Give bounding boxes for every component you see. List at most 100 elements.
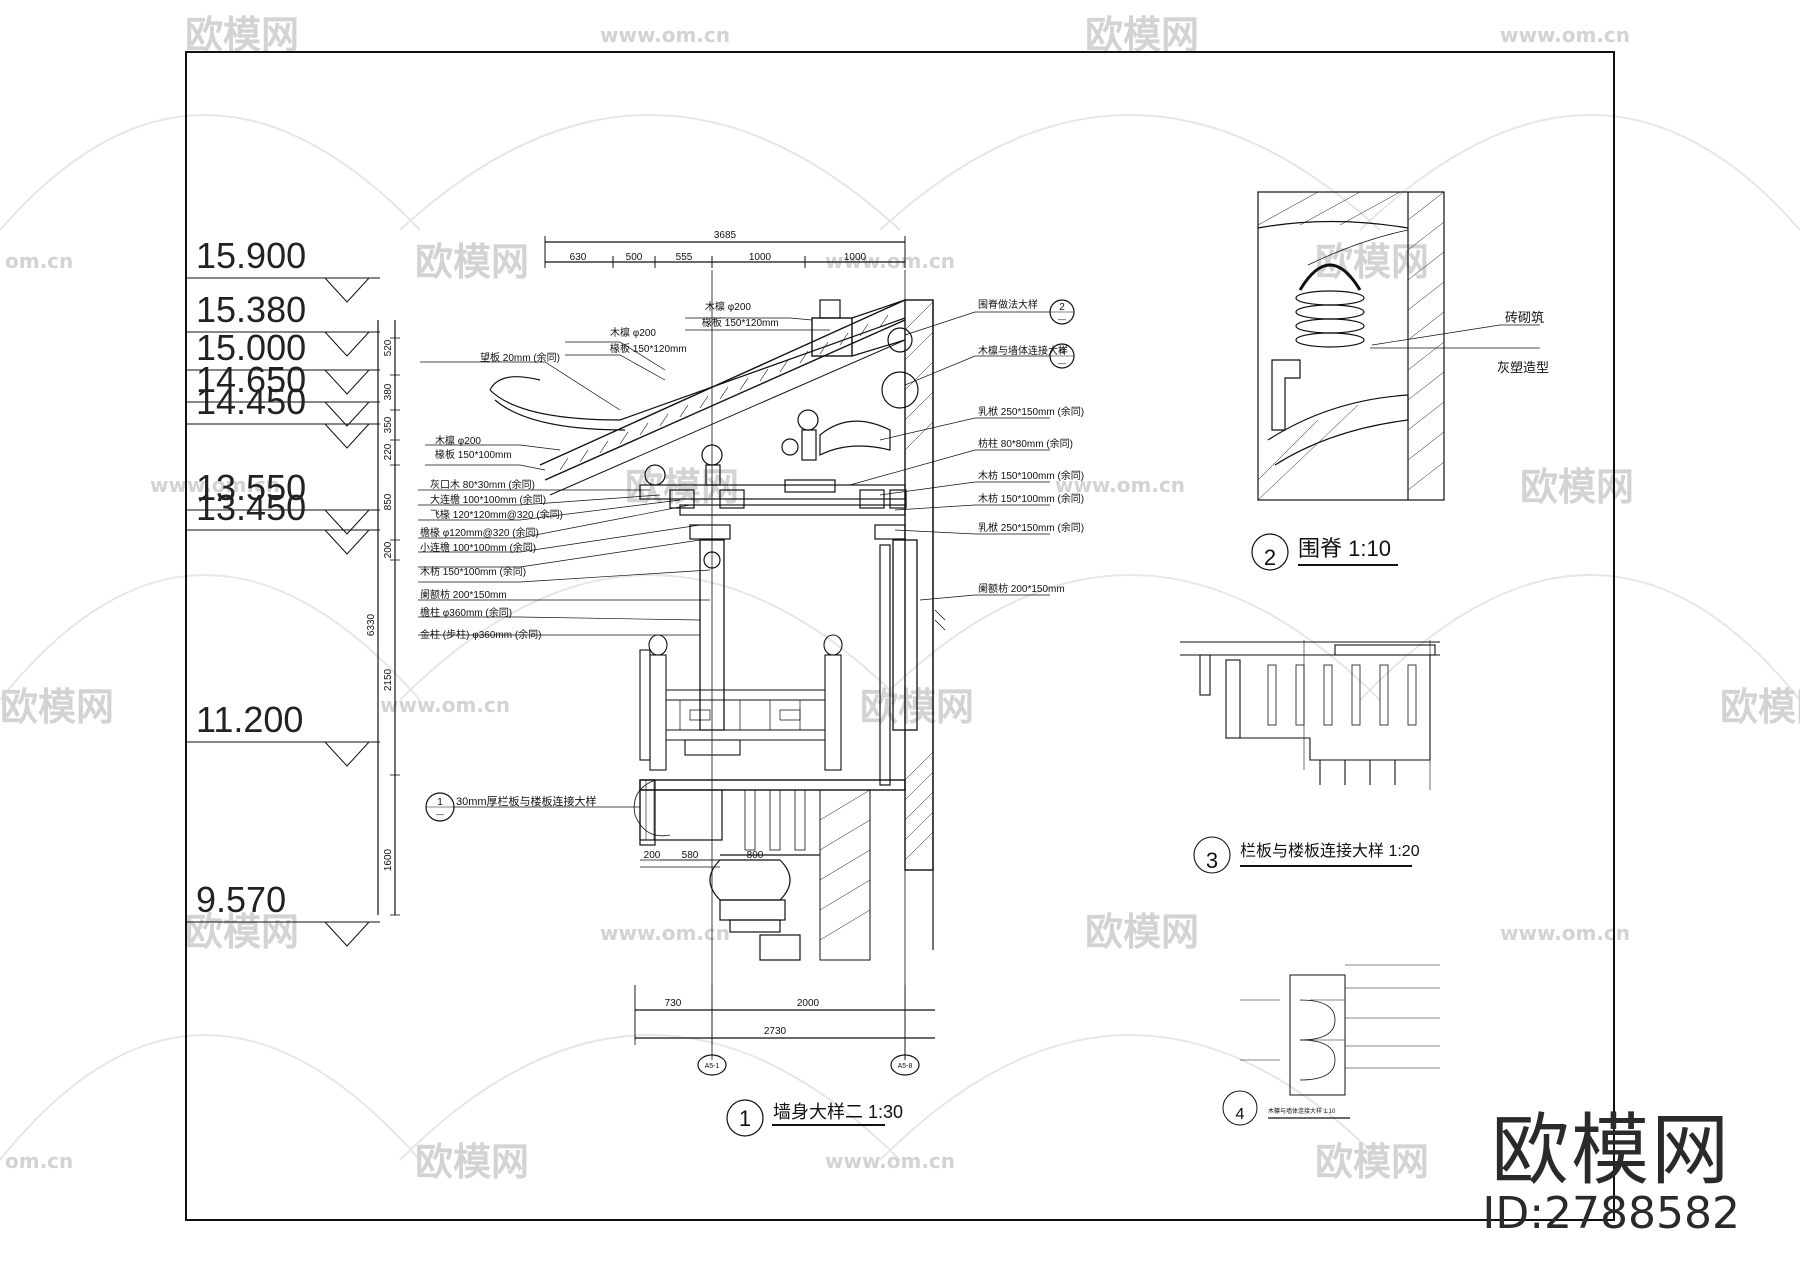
annotation-note: 金柱 (步柱) φ360mm (余同) bbox=[420, 628, 541, 641]
detail-4-labels: 4 木檩与墙体连接大样 1:10 bbox=[1236, 1106, 1336, 1123]
level-label: 14.450 bbox=[196, 381, 306, 422]
watermark-brand: 欧模网 bbox=[1315, 1140, 1429, 1184]
annotation-note: 灰口木 80*30mm (余同) bbox=[430, 478, 535, 491]
annotation-note: 大连檐 100*100mm (余同) bbox=[430, 493, 546, 506]
detail-title: 围脊 1:10 bbox=[1298, 536, 1391, 561]
level-triangle bbox=[324, 509, 370, 535]
dimension-label: 500 bbox=[626, 252, 643, 263]
dimension-label: 3685 bbox=[714, 230, 737, 241]
level-label: 9.570 bbox=[196, 879, 286, 920]
detail-title: 栏板与楼板连接大样 1:20 bbox=[1240, 842, 1420, 860]
watermark-brand: 欧模网 bbox=[1085, 910, 1199, 954]
level-label: 15.000 bbox=[196, 327, 306, 368]
annotation-note: 木檩 φ200 bbox=[610, 326, 656, 339]
annotation-note: 枋柱 80*80mm (余同) bbox=[978, 437, 1073, 450]
level-triangle bbox=[324, 277, 370, 303]
detail-title: 木檩与墙体连接大样 1:10 bbox=[1268, 1107, 1336, 1115]
dimension-label: 1000 bbox=[844, 252, 867, 263]
watermark-brand: 欧模网 bbox=[1315, 240, 1429, 284]
axis-label: A5-8 bbox=[898, 1063, 913, 1070]
axis-label: A5-1 bbox=[705, 1063, 720, 1070]
dimension-label: 380 bbox=[383, 383, 394, 400]
level-label: 15.380 bbox=[196, 289, 306, 330]
detail-title: 墙身大样二 1:30 bbox=[773, 1102, 903, 1122]
dimension-label: 200 bbox=[644, 850, 661, 861]
annotation-note: 小连檐 100*100mm (余同) bbox=[420, 541, 536, 554]
annotation-note: 椽板 150*120mm bbox=[610, 342, 687, 355]
sheet-border bbox=[185, 51, 1615, 1221]
watermark-url: www.om.cn bbox=[600, 23, 730, 47]
annotation-note: 檐柱 φ360mm (余同) bbox=[420, 606, 512, 619]
annotation-note: 木檩 φ200 bbox=[705, 300, 751, 313]
annotation-note: 木檩与墙体连接大样 bbox=[978, 344, 1068, 357]
level-triangle bbox=[324, 331, 370, 357]
dimension-label: 580 bbox=[682, 850, 699, 861]
level-label: 11.200 bbox=[196, 699, 303, 740]
callout-number: 4 bbox=[1059, 346, 1065, 357]
annotation-note: 椽板 150*100mm bbox=[435, 448, 512, 461]
annotation-note: 30mm厚栏板与楼板连接大样 bbox=[456, 794, 597, 808]
dimension-label: 800 bbox=[747, 850, 764, 861]
annotation-note: 飞椽 120*120mm@320 (余同) bbox=[430, 508, 563, 521]
level-triangle bbox=[324, 423, 370, 449]
callout-sheet: — bbox=[436, 810, 444, 819]
watermark-url: www.om.cn bbox=[1055, 473, 1185, 497]
dimension-label: 200 bbox=[383, 541, 394, 558]
watermark-url: www.om.cn bbox=[150, 473, 280, 497]
dimension-label: 2150 bbox=[383, 668, 394, 691]
annotation-note: 椽板 150*120mm bbox=[702, 316, 779, 329]
watermark-layer: 欧模网 欧模网 欧模网 欧模网 欧模网 欧模网 欧模网 欧模网 欧模网 欧模网 … bbox=[0, 13, 1800, 1184]
detail-2-ridge bbox=[1251, 191, 1540, 571]
dimension-label: 1600 bbox=[383, 848, 394, 871]
annotation-note: 望板 20mm (余同) bbox=[480, 351, 560, 364]
brand-mark: 欧模网 ID:2788582 bbox=[1482, 1112, 1740, 1238]
annotation-note: 灰塑造型 bbox=[1497, 360, 1549, 375]
watermark-url: www.om.cn bbox=[1500, 23, 1630, 47]
level-label: 13.550 bbox=[196, 467, 306, 508]
dimension-label: 555 bbox=[676, 252, 693, 263]
watermark-brand: 欧模网 bbox=[1520, 465, 1634, 509]
dimension-label: 350 bbox=[383, 416, 394, 433]
watermark-brand: 欧模网 bbox=[415, 240, 529, 284]
watermark-brand: 欧模网 bbox=[0, 685, 114, 729]
detail-number: 3 bbox=[1206, 848, 1218, 873]
watermark-brand: 欧模网 bbox=[1720, 685, 1800, 729]
level-triangle bbox=[324, 921, 370, 947]
detail-number: 4 bbox=[1236, 1106, 1245, 1123]
callout-number: 2 bbox=[1059, 302, 1065, 313]
annotation-note: 砖砌筑 bbox=[1505, 310, 1544, 325]
watermark-url: om.cn bbox=[5, 1149, 73, 1173]
annotation-note: 木枋 150*100mm (余同) bbox=[978, 492, 1084, 505]
annotation-note: 木檩 φ200 bbox=[435, 434, 481, 447]
model-id: ID:2788582 bbox=[1482, 1187, 1740, 1239]
annotation-note: 檐椽 φ120mm@320 (余同) bbox=[420, 526, 539, 539]
annotation-note: 木枋 150*100mm (余同) bbox=[978, 469, 1084, 482]
detail-3-slab-joint bbox=[1180, 640, 1440, 874]
level-markers: 15.90015.38015.00014.65014.45013.55013.4… bbox=[186, 235, 380, 947]
leader-lines-right bbox=[849, 311, 1050, 601]
watermark-url: www.om.cn bbox=[600, 921, 730, 945]
callout-sheet: — bbox=[1058, 359, 1066, 368]
level-label: 15.900 bbox=[196, 235, 306, 276]
annotation-note: 围脊做法大样 bbox=[978, 298, 1038, 311]
watermark-url: www.om.cn bbox=[825, 1149, 955, 1173]
title-circle bbox=[726, 1099, 764, 1137]
wall-section-detail-1 bbox=[377, 236, 1075, 1076]
watermark-brand: 欧模网 bbox=[415, 1140, 529, 1184]
watermark-url: www.om.cn bbox=[380, 693, 510, 717]
detail-4-purlin-wall bbox=[1222, 964, 1440, 1126]
dimension-label: 2730 bbox=[764, 1026, 787, 1037]
level-triangle bbox=[324, 741, 370, 767]
dimension-label: 1000 bbox=[749, 252, 772, 263]
dimension-label: 850 bbox=[383, 493, 394, 510]
level-triangle bbox=[324, 529, 370, 555]
watermark-brand: 欧模网 bbox=[185, 910, 299, 954]
brand-logo: 欧模网 bbox=[1491, 1105, 1732, 1196]
annotation-note: 乳栿 250*150mm (余同) bbox=[978, 521, 1084, 534]
dimension-label: 630 bbox=[570, 252, 587, 263]
dimension-label: 2000 bbox=[797, 998, 820, 1009]
detail-number: 2 bbox=[1264, 545, 1276, 570]
